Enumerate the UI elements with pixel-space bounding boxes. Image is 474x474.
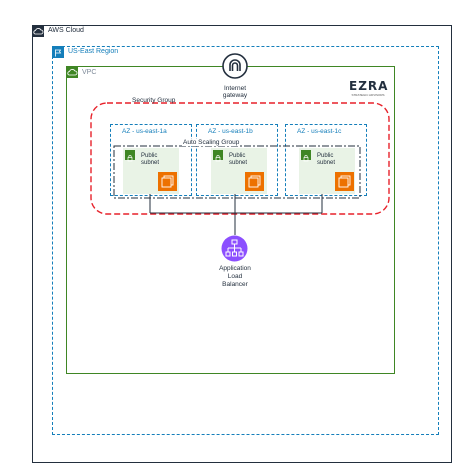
logo-wordmark: EZRA [349,79,389,93]
aws-cloud-group [32,25,452,463]
aws-cloud-icon [32,25,44,37]
ec2-instances-icon [158,172,177,191]
lock-icon [301,150,311,162]
subnet-label-1a: Public subnet [141,153,160,166]
aws-cloud-label: AWS Cloud [48,27,84,34]
region-group [52,46,439,435]
region-label: US-East Region [68,48,119,55]
load-balancer-label: Application Load Balancer [219,265,251,288]
az-box-1b [196,124,278,196]
az-label-1b: AZ - us-east-1b [208,128,253,135]
az-box-1a [110,124,192,196]
ezra-logo: EZRA STRATEGIC ADVISORS [349,79,389,98]
vpc-label: VPC [82,69,97,76]
az-box-1c [285,124,367,196]
load-balancer-icon [221,235,248,262]
az-label-1c: AZ - us-east-1c [297,128,342,135]
auto-scaling-group-label: Auto Scaling Group [182,139,241,146]
internet-gateway-icon [222,53,248,79]
subnet-label-1c: Public subnet [317,153,336,166]
ec2-instances-icon [335,172,354,191]
internet-gateway-label: Internet gateway [222,85,248,99]
vpc-cloud-icon [66,66,78,78]
lock-icon [213,150,223,162]
ec2-instances-icon [245,172,264,191]
security-group-label: Security Group [132,97,176,104]
subnet-label-1b: Public subnet [229,153,248,166]
lock-icon [125,150,135,162]
az-label-1a: AZ - us-east-1a [122,128,167,135]
logo-tagline: STRATEGIC ADVISORS [351,93,385,97]
flag-icon [52,46,64,58]
